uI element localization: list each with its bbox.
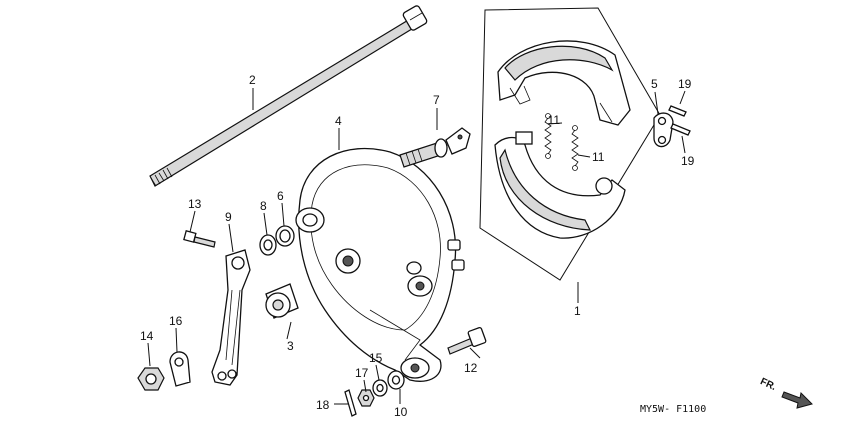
callout-18: 18 [316, 398, 330, 412]
brake-panel-part [295, 147, 465, 382]
callout-8: 8 [260, 199, 267, 213]
seal-part-6 [275, 225, 295, 247]
callout-12: 12 [464, 361, 478, 375]
front-direction-arrow-icon [781, 391, 813, 409]
callout-6: 6 [277, 189, 284, 203]
callout-17: 17 [355, 366, 369, 380]
diagram-code: MY5W- F1100 [640, 404, 706, 415]
nut-part [137, 367, 165, 391]
leader-lines [147, 88, 686, 405]
pin-part-upper [668, 105, 687, 117]
callout-3: 3 [287, 339, 294, 353]
spring-part-right [571, 125, 579, 171]
brake-cam-part [399, 127, 471, 168]
callout-5: 5 [651, 77, 658, 91]
nut-part-17 [357, 389, 375, 407]
callout-10: 10 [394, 405, 408, 419]
callout-7: 7 [433, 93, 440, 107]
washer-part-8 [259, 234, 277, 256]
cotter-pin-part [344, 389, 357, 417]
bracket-part [169, 351, 191, 387]
callout-9: 9 [225, 210, 232, 224]
callout-11-right: 11 [592, 150, 605, 164]
callout-2: 2 [249, 73, 256, 87]
callout-19-upper: 19 [678, 77, 692, 91]
bolt-part-13 [183, 230, 216, 248]
plate-part [653, 112, 674, 148]
callout-19-lower: 19 [681, 154, 695, 168]
callout-11-left: 11 [548, 113, 561, 127]
callout-4: 4 [335, 114, 342, 128]
brake-shoe-upper-part [497, 40, 631, 126]
washer-part-10 [387, 370, 405, 390]
pin-part-lower [670, 123, 691, 136]
callout-1: 1 [574, 304, 581, 318]
callout-15: 15 [369, 351, 383, 365]
bolt-part-12 [447, 327, 487, 355]
brake-shoe-lower-part [494, 131, 626, 239]
axle-part [149, 5, 428, 187]
callout-14: 14 [140, 329, 154, 343]
spacer-part [265, 283, 299, 319]
direction-label: FR. [758, 376, 777, 393]
washer-part-15 [372, 379, 388, 397]
callout-13: 13 [188, 197, 202, 211]
brake-arm-part [211, 249, 251, 386]
callout-16: 16 [169, 314, 183, 328]
